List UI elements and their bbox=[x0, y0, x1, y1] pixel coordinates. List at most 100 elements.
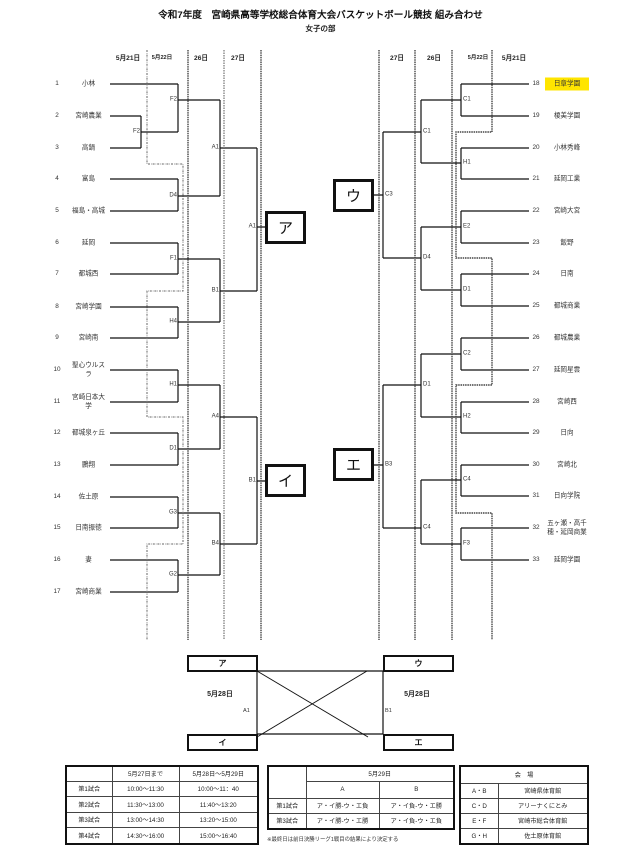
team-seed-number: 10 bbox=[53, 366, 61, 373]
team-seed-number: 2 bbox=[55, 112, 59, 119]
match-code: B4 bbox=[211, 540, 219, 547]
match-code: F2 bbox=[169, 96, 177, 103]
bracket-line bbox=[177, 243, 220, 274]
team-name: 延岡星雲 bbox=[553, 366, 581, 374]
team-name: 都城泉ヶ丘 bbox=[72, 429, 105, 437]
match-code: A1 bbox=[211, 144, 219, 151]
bracket-line bbox=[177, 307, 220, 338]
team-seed-number: 8 bbox=[55, 303, 59, 310]
bracket-line bbox=[421, 338, 462, 370]
bracket-line bbox=[374, 132, 384, 258]
team-seed-number: 5 bbox=[55, 207, 59, 214]
bracket-line bbox=[177, 560, 220, 592]
venue-table: 会 場 A・B 宮崎県体育館 C・D アリーナくにとみ E・F 宮崎市総合体育館… bbox=[459, 765, 589, 845]
schedule-time: 10:00～11：40 bbox=[178, 780, 259, 798]
header-left-26: 26日 bbox=[194, 55, 208, 62]
team-name: 宮崎大宮 bbox=[553, 207, 581, 215]
team-seed-number: 26 bbox=[532, 334, 540, 341]
date-divider-line bbox=[455, 50, 493, 640]
venue-row: E・F 宮崎市総合体育館 bbox=[459, 812, 589, 829]
final-day-header-row: 5月29日 bbox=[267, 765, 455, 799]
final-day-game-label: 第1試合 bbox=[267, 797, 307, 814]
match-code: B3 bbox=[385, 461, 393, 468]
team-name: 榎美学園 bbox=[553, 112, 581, 120]
bracket-line bbox=[219, 259, 257, 322]
team-seed-number: 22 bbox=[532, 207, 540, 214]
team-name: 宮崎北 bbox=[557, 461, 577, 469]
schedule-time: 14:30～16:00 bbox=[111, 827, 180, 845]
bracket-line bbox=[219, 385, 257, 449]
team-name: 五ヶ瀬・高千穂・延岡商業 bbox=[547, 520, 587, 536]
league-box-u: ウ bbox=[333, 179, 374, 212]
venue-row: A・B 宮崎県体育館 bbox=[459, 782, 589, 799]
header-right-may21: 5月21日 bbox=[501, 55, 527, 62]
team-seed-number: 30 bbox=[532, 461, 540, 468]
venue-header-row: 会 場 bbox=[459, 765, 589, 784]
match-code: F3 bbox=[463, 540, 471, 547]
bracket-line bbox=[383, 100, 422, 163]
venue-header: 会 場 bbox=[459, 765, 589, 784]
venue-row: C・D アリーナくにとみ bbox=[459, 797, 589, 814]
match-code: H4 bbox=[169, 318, 177, 325]
bracket-line bbox=[374, 385, 384, 528]
match-code: B1 bbox=[248, 477, 256, 484]
venue-courts: E・F bbox=[459, 812, 499, 829]
match-code: C3 bbox=[385, 191, 393, 198]
team-name: 都城商業 bbox=[553, 302, 581, 310]
final-day-pairing: ア・イ負-ウ・エ負 bbox=[378, 812, 455, 830]
bracket-line bbox=[421, 148, 462, 179]
team-seed-number: 7 bbox=[55, 270, 59, 277]
final-box-e: エ bbox=[383, 734, 454, 751]
final-day-corner-cell bbox=[267, 765, 307, 799]
match-code: H2 bbox=[463, 413, 471, 420]
final-day-row: 第3試合 ア・イ勝-ウ・エ勝 ア・イ負-ウ・エ負 bbox=[267, 812, 455, 830]
team-seed-number: 9 bbox=[55, 334, 59, 341]
schedule-row: 第2試合 11:30～13:00 11:40～13:20 bbox=[65, 796, 259, 813]
bracket-line bbox=[421, 528, 462, 560]
final-day-pairing: ア・イ勝-ウ・エ負 bbox=[305, 797, 380, 814]
bracket-line bbox=[421, 84, 462, 116]
schedule-game-label: 第1試合 bbox=[65, 780, 113, 798]
bracket-line bbox=[383, 227, 422, 290]
match-code: A1 bbox=[248, 223, 256, 230]
final-day-pairing: ア・イ負-ウ・エ勝 bbox=[378, 797, 455, 814]
team-name: 妻 bbox=[85, 556, 92, 564]
team-name: 佐土原 bbox=[78, 493, 99, 501]
team-seed-number: 12 bbox=[53, 429, 61, 436]
team-seed-number: 6 bbox=[55, 239, 59, 246]
team-name: 富島 bbox=[81, 175, 96, 183]
match-code: D1 bbox=[169, 445, 177, 452]
team-name: 都城農業 bbox=[553, 334, 581, 342]
team-name-highlighted: 日章学園 bbox=[545, 77, 589, 91]
bracket-line bbox=[256, 148, 265, 291]
team-seed-number: 27 bbox=[532, 366, 540, 373]
match-code: C4 bbox=[423, 524, 431, 531]
team-name: 宮崎西 bbox=[557, 398, 577, 406]
venue-courts: A・B bbox=[459, 782, 499, 799]
match-code: H1 bbox=[463, 159, 471, 166]
team-seed-number: 15 bbox=[53, 524, 61, 531]
bracket-line bbox=[256, 417, 265, 544]
team-name: 鵬翔 bbox=[81, 461, 96, 469]
match-code: C4 bbox=[463, 476, 471, 483]
match-code: G3 bbox=[168, 509, 177, 516]
team-name: 小林 bbox=[81, 80, 96, 88]
final-left-date: 5月28日 bbox=[207, 691, 233, 698]
team-name: 福島・高城 bbox=[72, 207, 105, 215]
match-code: C2 bbox=[463, 350, 471, 357]
match-code: C1 bbox=[423, 128, 431, 135]
team-seed-number: 32 bbox=[532, 524, 540, 531]
match-code: D1 bbox=[463, 286, 471, 293]
bracket-line bbox=[421, 402, 462, 433]
match-code: D1 bbox=[423, 381, 431, 388]
team-seed-number: 23 bbox=[532, 239, 540, 246]
final-right-code: B1 bbox=[385, 708, 392, 714]
team-seed-number: 16 bbox=[53, 556, 61, 563]
team-seed-number: 25 bbox=[532, 302, 540, 309]
final-box-u: ウ bbox=[383, 655, 454, 672]
league-box-i: イ bbox=[265, 464, 306, 497]
schedule-time: 11:30～13:00 bbox=[111, 796, 180, 813]
team-name: 日南振徳 bbox=[75, 524, 102, 532]
bracket-line bbox=[219, 513, 257, 575]
